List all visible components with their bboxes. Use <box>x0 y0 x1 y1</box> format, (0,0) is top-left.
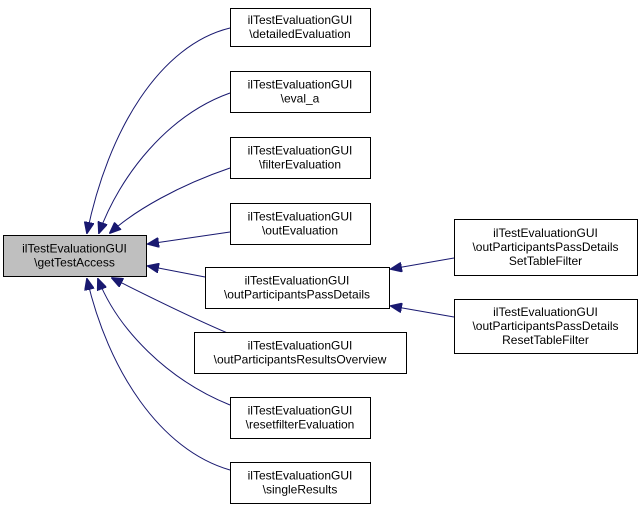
node-outEvaluation[interactable]: ilTestEvaluationGUI\outEvaluation <box>230 203 371 245</box>
edge-resetfilterEvaluation-to-getTestAccess <box>98 279 231 406</box>
node-label-line: ilTestEvaluationGUI <box>248 404 353 418</box>
node-detailedEvaluation[interactable]: ilTestEvaluationGUI\detailedEvaluation <box>230 8 371 47</box>
edge-SetTableFilter-to-outParticipantsPassDetails <box>391 257 455 269</box>
node-SetTableFilter[interactable]: ilTestEvaluationGUI\outParticipantsPassD… <box>454 219 638 276</box>
node-label-line: ilTestEvaluationGUI <box>248 339 353 353</box>
node-label-line: ilTestEvaluationGUI <box>22 242 127 256</box>
node-layer: ilTestEvaluationGUI\getTestAccessilTestE… <box>3 8 638 504</box>
node-resetfilterEvaluation[interactable]: ilTestEvaluationGUI\resetfilterEvaluatio… <box>230 397 371 439</box>
node-box <box>194 332 407 374</box>
node-box <box>230 71 371 113</box>
node-box <box>230 8 371 47</box>
node-box <box>230 462 371 504</box>
node-filterEvaluation[interactable]: ilTestEvaluationGUI\filterEvaluation <box>230 137 371 179</box>
node-outParticipantsPassDetails[interactable]: ilTestEvaluationGUI\outParticipantsPassD… <box>205 267 390 309</box>
node-label-line: \filterEvaluation <box>259 158 341 172</box>
node-label-line: \outParticipantsResultsOverview <box>214 353 387 367</box>
edge-outParticipantsResultsOverview-to-getTestAccess <box>112 278 231 335</box>
node-box <box>454 299 638 354</box>
node-label-line: \outEvaluation <box>262 224 338 238</box>
node-box <box>230 397 371 439</box>
node-label-line: ResetTableFilter <box>502 333 589 347</box>
node-label-line: \outParticipantsPassDetails <box>472 240 618 254</box>
node-label-line: \outParticipantsPassDetails <box>472 319 618 333</box>
node-singleResults[interactable]: ilTestEvaluationGUI\singleResults <box>230 462 371 504</box>
node-box <box>454 219 638 276</box>
node-label-line: ilTestEvaluationGUI <box>493 305 598 319</box>
edge-ResetTableFilter-to-outParticipantsPassDetails <box>391 306 455 318</box>
node-outParticipantsResultsOverview[interactable]: ilTestEvaluationGUI\outParticipantsResul… <box>194 332 407 374</box>
node-eval_a[interactable]: ilTestEvaluationGUI\eval_a <box>230 71 371 113</box>
edge-singleResults-to-getTestAccess <box>87 279 231 471</box>
node-label-line: ilTestEvaluationGUI <box>248 78 353 92</box>
edge-detailedEvaluation-to-getTestAccess <box>87 27 231 233</box>
edge-outEvaluation-to-getTestAccess <box>148 231 231 244</box>
node-label-line: \eval_a <box>281 92 320 106</box>
node-label-line: ilTestEvaluationGUI <box>493 226 598 240</box>
edge-outParticipantsPassDetails-to-getTestAccess <box>148 266 206 278</box>
node-label-line: \outParticipantsPassDetails <box>224 288 370 302</box>
node-label-line: \detailedEvaluation <box>249 27 350 41</box>
edge-eval_a-to-getTestAccess <box>99 92 231 233</box>
node-box <box>230 137 371 179</box>
node-label-line: SetTableFilter <box>509 254 582 268</box>
node-label-line: ilTestEvaluationGUI <box>248 210 353 224</box>
node-getTestAccess[interactable]: ilTestEvaluationGUI\getTestAccess <box>3 235 147 277</box>
node-ResetTableFilter[interactable]: ilTestEvaluationGUI\outParticipantsPassD… <box>454 299 638 354</box>
node-label-line: \singleResults <box>263 483 338 497</box>
node-label-line: \getTestAccess <box>34 256 115 270</box>
node-box <box>230 203 371 245</box>
node-label-line: ilTestEvaluationGUI <box>248 144 353 158</box>
node-box <box>205 267 390 309</box>
node-label-line: ilTestEvaluationGUI <box>248 469 353 483</box>
node-box <box>3 235 147 277</box>
edge-layer <box>87 27 455 471</box>
node-label-line: \resetfilterEvaluation <box>246 418 355 432</box>
edge-filterEvaluation-to-getTestAccess <box>110 167 231 233</box>
node-label-line: ilTestEvaluationGUI <box>245 274 350 288</box>
node-label-line: ilTestEvaluationGUI <box>248 13 353 27</box>
